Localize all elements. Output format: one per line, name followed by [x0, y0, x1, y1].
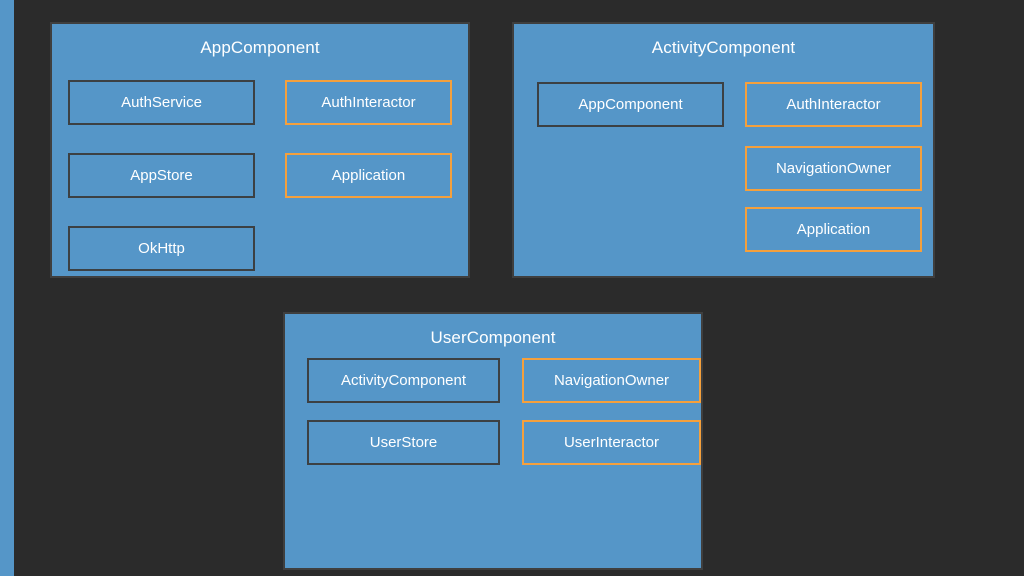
dependency-box-ok-http[interactable]: OkHttp — [68, 226, 255, 271]
panel-title: AppComponent — [200, 38, 320, 57]
dependency-box-user-interactor[interactable]: UserInteractor — [522, 420, 701, 465]
dependency-box-user-store[interactable]: UserStore — [307, 420, 500, 465]
dependency-box-auth-interactor[interactable]: AuthInteractor — [745, 82, 922, 127]
dependency-box-app-component[interactable]: AppComponent — [537, 82, 724, 127]
dependency-box-application[interactable]: Application — [285, 153, 452, 198]
left-edge-accent-strip — [0, 0, 14, 576]
dependency-box-navigation-owner[interactable]: NavigationOwner — [522, 358, 701, 403]
dependency-box-application[interactable]: Application — [745, 207, 922, 252]
dependency-box-app-store[interactable]: AppStore — [68, 153, 255, 198]
dependency-box-auth-service[interactable]: AuthService — [68, 80, 255, 125]
component-panel-user-component[interactable]: UserComponent ActivityComponent UserStor… — [283, 312, 703, 570]
panel-title: ActivityComponent — [651, 38, 796, 57]
dependency-box-auth-interactor[interactable]: AuthInteractor — [285, 80, 452, 125]
component-panel-activity-component[interactable]: ActivityComponent AppComponent AuthInter… — [512, 22, 935, 278]
panel-title: UserComponent — [430, 328, 556, 347]
dependency-box-navigation-owner[interactable]: NavigationOwner — [745, 146, 922, 191]
dependency-box-activity-component[interactable]: ActivityComponent — [307, 358, 500, 403]
component-panel-app-component[interactable]: AppComponent AuthService AppStore OkHttp… — [50, 22, 470, 278]
